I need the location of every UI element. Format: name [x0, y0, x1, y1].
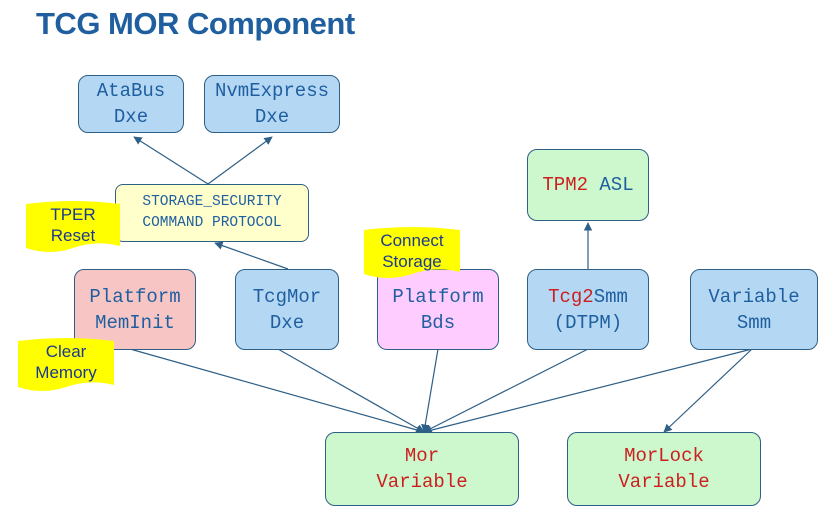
tpm2-asl-box: TPM2 ASL	[527, 149, 649, 221]
arrow-varsmm-to-morlock	[663, 348, 753, 433]
arrow-meminit-to-mor	[129, 348, 425, 434]
morlock-variable-box: MorLock Variable	[567, 432, 761, 506]
mor-variable-line1: Mor	[404, 445, 440, 467]
clear-memory-note: Clear Memory	[18, 337, 114, 391]
connect-storage-line1: Connect	[380, 231, 444, 250]
variable-smm-box: Variable Smm	[690, 269, 818, 350]
asl-label: ASL	[588, 174, 634, 196]
arrow-storage-to-atabus	[133, 136, 209, 185]
tcgmor-line1: TcgMor	[252, 285, 322, 308]
platform-bds-line2: Bds	[420, 311, 456, 334]
platform-meminit-line2: MemInit	[95, 311, 175, 334]
platform-meminit-line1: Platform	[89, 285, 181, 308]
tper-reset-note: TPER Reset	[26, 200, 120, 252]
arrow-storage-to-nvmexpress	[207, 136, 273, 185]
tcg2smm-line2: (DTPM)	[553, 311, 623, 334]
tper-reset-line1: TPER	[50, 205, 96, 224]
variable-smm-line1: Variable	[708, 285, 800, 308]
connect-storage-note: Connect Storage	[364, 226, 460, 278]
arrow-varsmm-to-mor	[423, 348, 753, 435]
arrow-tcgmor-to-storage	[214, 241, 289, 270]
clear-memory-line1: Clear	[45, 342, 87, 361]
connect-storage-line2: Storage	[382, 252, 442, 271]
variable-smm-line2: Smm	[736, 311, 772, 334]
storage-security-line1: STORAGE_SECURITY	[142, 194, 282, 210]
tpm2-label: TPM2	[542, 174, 588, 196]
mor-variable-line2: Variable	[376, 471, 468, 493]
atabus-line1: AtaBus	[96, 80, 166, 102]
platform-meminit-box: Platform MemInit	[74, 269, 196, 350]
arrow-tcgmor-to-mor	[277, 348, 425, 433]
nvmexpress-dxe-box: NvmExpress Dxe	[204, 75, 340, 133]
tcg2-label: Tcg2	[548, 285, 594, 308]
atabus-dxe-box: AtaBus Dxe	[78, 75, 184, 133]
platform-bds-box: Platform Bds	[377, 269, 499, 350]
storage-security-protocol-box: STORAGE_SECURITY COMMAND PROTOCOL	[115, 184, 309, 242]
tcg2smm-box: Tcg2Smm (DTPM)	[527, 269, 649, 350]
morlock-variable-line1: MorLock	[624, 445, 704, 467]
storage-security-line2: COMMAND PROTOCOL	[142, 215, 282, 231]
page-title: TCG MOR Component	[36, 6, 355, 41]
morlock-variable-line2: Variable	[618, 471, 710, 493]
atabus-line2: Dxe	[113, 106, 149, 128]
nvmexpress-line2: Dxe	[254, 106, 290, 128]
smm-label: Smm	[593, 285, 628, 308]
clear-memory-line2: Memory	[35, 363, 97, 382]
arrow-bds-to-mor	[421, 348, 439, 433]
mor-variable-box: Mor Variable	[325, 432, 519, 506]
tcgmor-dxe-box: TcgMor Dxe	[235, 269, 339, 350]
arrow-tcg2smm-to-mor	[423, 348, 589, 433]
platform-bds-line1: Platform	[392, 285, 484, 308]
nvmexpress-line1: NvmExpress	[214, 80, 330, 102]
tper-reset-line2: Reset	[50, 226, 96, 245]
tcgmor-line2: Dxe	[269, 311, 305, 334]
